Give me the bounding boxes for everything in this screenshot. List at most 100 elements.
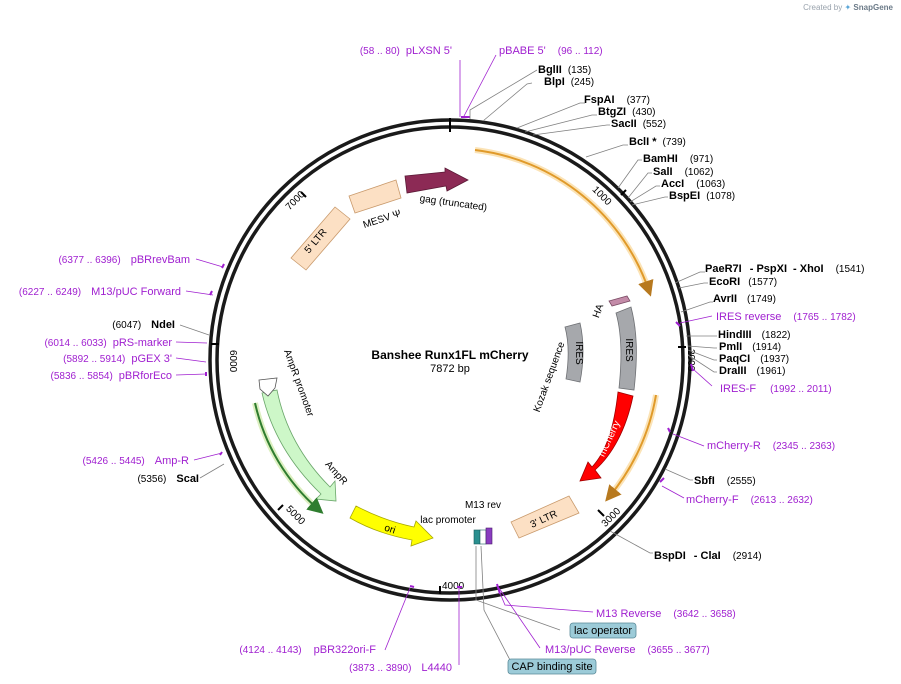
- site-paqci[interactable]: PaqCI(1937): [719, 353, 789, 365]
- green-arc-halo: [252, 402, 321, 513]
- lac-operator-box: [569, 622, 637, 639]
- tick-mark-1000: [620, 189, 627, 196]
- primer-l4440[interactable]: (3873 .. 3890)L4440: [349, 662, 452, 674]
- lead-sacii: [532, 124, 610, 136]
- site-btgzi[interactable]: BtgZI(430): [598, 106, 655, 118]
- primer-amp-r[interactable]: (5426 .. 5445)Amp-R: [83, 455, 190, 467]
- site-blpi[interactable]: BlpI(245): [544, 76, 594, 88]
- feature-lac-region[interactable]: M13 rev lac promoter: [420, 500, 501, 545]
- primer-pbabe[interactable]: pBABE 5'(96 .. 112): [499, 45, 603, 57]
- boxed-label-cap-binding-site[interactable]: CAP binding site: [507, 658, 597, 675]
- primer-mark-ires-f: [690, 363, 694, 372]
- ltr-3-shape: [510, 495, 580, 539]
- feature-mcherry[interactable]: mCherry: [579, 391, 634, 482]
- lead-ires-rev: [679, 315, 713, 324]
- lead-bamhi: [617, 159, 642, 189]
- feature-label-ha: HA: [591, 302, 606, 319]
- cap-binding-site-text: CAP binding site: [511, 661, 592, 673]
- site-fspai[interactable]: FspAI(377): [584, 94, 650, 106]
- primer-ires-reverse[interactable]: IRES reverse(1765 .. 1782): [716, 311, 856, 323]
- primer-ires-f[interactable]: IRES-F(1992 .. 2011): [720, 383, 832, 395]
- lead-clai: [609, 530, 653, 554]
- feature-gag[interactable]: gag (truncated): [404, 167, 488, 214]
- site-pmli[interactable]: PmlI(1914): [719, 341, 781, 353]
- primer-pbr322ori-f[interactable]: (4124 .. 4143)pBR322ori-F: [239, 644, 376, 656]
- lead-btgzi: [524, 114, 597, 133]
- orange-arc-bottom: [605, 394, 657, 502]
- primer-m13-puc-forward[interactable]: (6227 .. 6249)M13/pUC Forward: [19, 286, 181, 298]
- lead-m13fwd: [185, 290, 214, 296]
- gag-arrow: [404, 167, 469, 194]
- site-avrii[interactable]: AvrII(1749): [713, 293, 776, 305]
- credit-prefix: Created by: [803, 3, 843, 12]
- site-sbfi[interactable]: SbfI(2555): [694, 475, 756, 487]
- site-ndei[interactable]: (6047)NdeI: [112, 319, 175, 331]
- feature-label-m13-rev: M13 rev: [465, 500, 501, 511]
- green-arc: [254, 402, 324, 514]
- site-leader-lines: [179, 69, 717, 661]
- orange-arc-top: [474, 149, 654, 297]
- lead-bcli: [585, 144, 628, 158]
- feature-label-kozak: Kozak sequence: [532, 340, 568, 414]
- lead-ampr: [193, 452, 223, 461]
- primer-plxsn[interactable]: (58 .. 80)pLXSN 5': [360, 45, 452, 57]
- site-draiii[interactable]: DraIII(1961): [719, 365, 785, 377]
- lead-mcherry-f: [661, 485, 685, 499]
- primer-pbrforeco[interactable]: (5836 .. 5854)pBRforEco: [51, 370, 172, 382]
- feature-5-ltr[interactable]: 5' LTR: [290, 206, 351, 271]
- lead-m13rev: [496, 585, 594, 613]
- primer-mark-pbrrev: [221, 263, 225, 269]
- lead-pmli: [687, 345, 717, 349]
- lac-operator-block: [473, 529, 481, 545]
- feature-label-ori: ori: [383, 523, 397, 537]
- site-xhoi[interactable]: PaeR7I- PspXI- XhoI(1541): [705, 263, 865, 275]
- lead-fspai: [516, 102, 585, 129]
- site-scai[interactable]: (5356)ScaI: [137, 473, 199, 485]
- site-bspei[interactable]: BspEI(1078): [669, 190, 735, 202]
- mcherry-arrow: [579, 391, 634, 482]
- site-bamhi[interactable]: BamHI(971): [643, 153, 713, 165]
- boxed-label-lac-operator[interactable]: lac operator: [569, 622, 637, 639]
- primer-mark-pbr322: [409, 585, 415, 588]
- lead-ecori: [678, 282, 708, 289]
- primer-prs-marker[interactable]: (6014 .. 6033)pRS-marker: [44, 337, 172, 349]
- primer-mcherry-r[interactable]: mCherry-R(2345 .. 2363): [707, 440, 835, 452]
- plasmid-size: 7872 bp: [430, 363, 470, 375]
- ampr-arrow: [261, 389, 337, 502]
- site-sacii[interactable]: SacII(552): [611, 118, 666, 130]
- primer-mark-mcherry-r: [667, 427, 671, 433]
- ampr-promoter-arrow: [258, 377, 278, 397]
- snapgene-logo-icon: ✦: [844, 3, 852, 12]
- lead-pbrfor: [175, 373, 207, 376]
- feature-label-ampr-promoter: AmpR promoter: [281, 348, 316, 419]
- lead-cap: [480, 545, 511, 661]
- primer-leader-lines: [175, 54, 713, 665]
- lead-mcherry-r: [672, 433, 705, 447]
- site-acci[interactable]: AccI(1063): [661, 178, 725, 190]
- feature-ha[interactable]: HA: [591, 295, 631, 320]
- tick-mark-5000: [277, 504, 284, 511]
- primer-pbrrevbam[interactable]: (6377 .. 6396)pBRrevBam: [58, 254, 190, 266]
- restriction-site-labels: BglII(135) BlpI(245) FspAI(377) BtgZI(43…: [112, 64, 864, 562]
- site-bcli[interactable]: BclI *(739): [629, 136, 686, 148]
- feature-3-ltr[interactable]: 3' LTR: [510, 495, 580, 539]
- feature-ires-right[interactable]: IRES: [615, 306, 637, 391]
- site-clai[interactable]: BspDI- ClaI(2914): [654, 550, 762, 562]
- site-ecori[interactable]: EcoRI(1577): [709, 276, 777, 288]
- primer-m13-puc-reverse[interactable]: M13/pUC Reverse(3655 .. 3677): [545, 644, 710, 656]
- site-hindiii[interactable]: HindIII(1822): [718, 329, 791, 341]
- primer-m13-reverse[interactable]: M13 Reverse(3642 .. 3658): [596, 608, 736, 620]
- tick-mark-3000: [597, 509, 605, 517]
- feature-mesv-psi[interactable]: MESV Ψ: [348, 179, 403, 231]
- site-bglii[interactable]: BglII(135): [538, 64, 591, 76]
- site-sali[interactable]: SalI(1062): [653, 166, 713, 178]
- ires-right-shape: [615, 306, 637, 391]
- feature-ires-left[interactable]: IRES: [564, 322, 584, 383]
- primer-mcherry-f[interactable]: mCherry-F(2613 .. 2632): [686, 494, 813, 506]
- feature-ori[interactable]: ori: [349, 505, 434, 547]
- lead-paqci: [687, 349, 717, 361]
- lead-m13puc: [498, 587, 541, 649]
- primer-pgex-3[interactable]: (5892 .. 5914)pGEX 3': [63, 353, 172, 365]
- lead-pbabe: [463, 54, 497, 117]
